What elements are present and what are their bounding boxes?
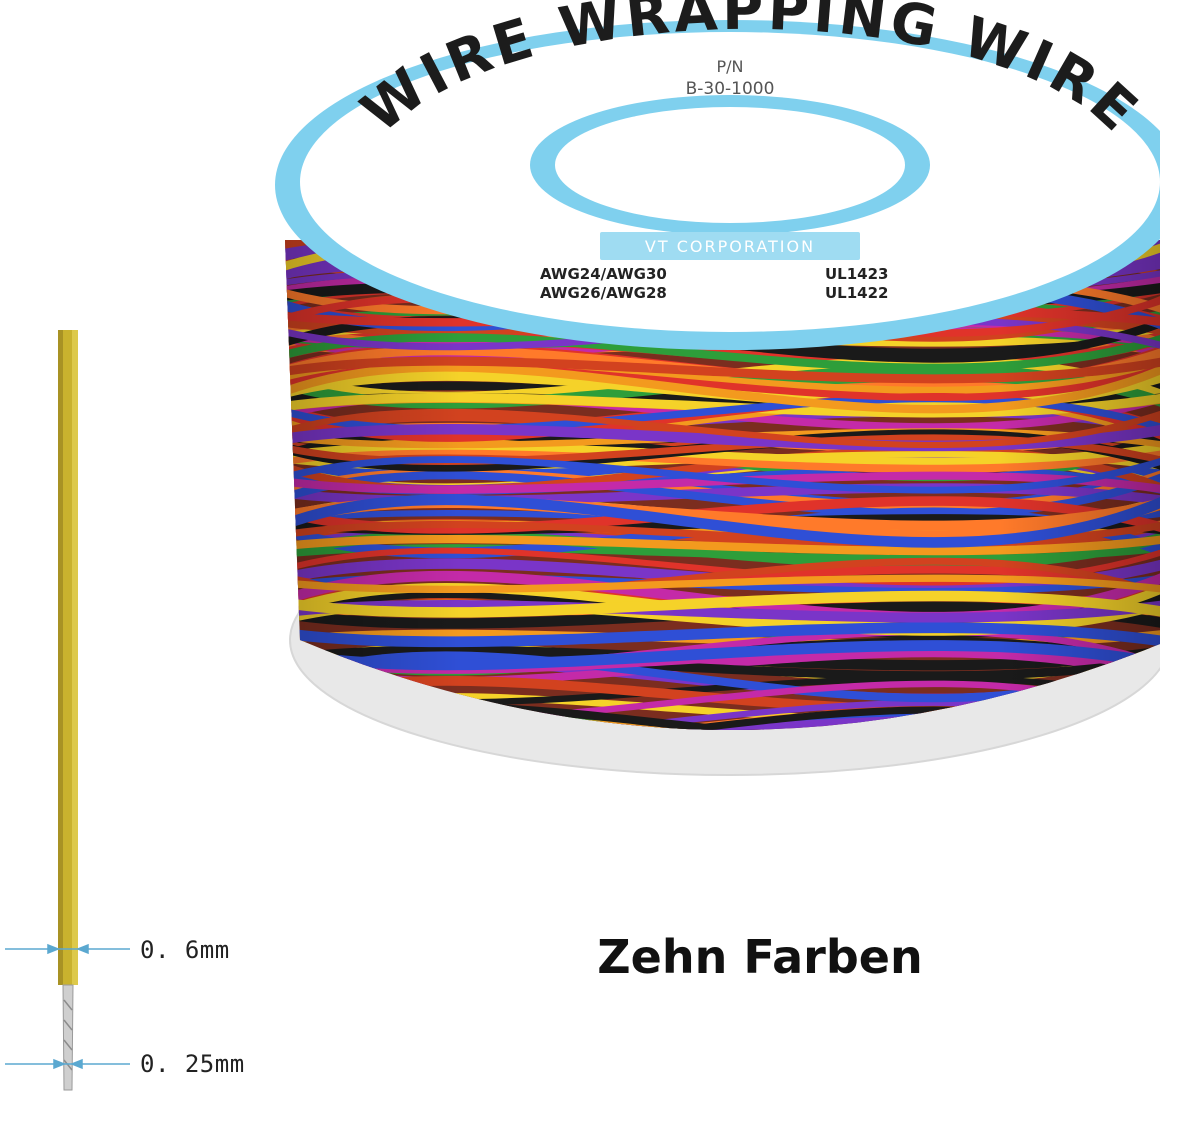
caption: Zehn Farben — [597, 930, 923, 984]
single-wire-diagram — [5, 330, 130, 1091]
wire-strand — [270, 776, 1160, 790]
corporation-badge-text: VT CORPORATION — [645, 237, 815, 256]
wire-strand — [270, 783, 1160, 790]
spec-awg-1: AWG24/AWG30 — [540, 265, 667, 283]
wire-strand — [270, 776, 1160, 790]
wire-spool-illustration: WIRE WRAPPING WIRE P/N B-30-1000 VT CORP… — [270, 0, 1160, 790]
wire-strand — [270, 777, 1160, 790]
wire-strand — [270, 776, 1160, 789]
spec-ul-2: UL1422 — [825, 284, 889, 302]
spec-ul-1: UL1423 — [825, 265, 889, 283]
dimension-outer-marker — [5, 943, 130, 955]
corporation-badge — [600, 232, 860, 260]
dimension-core-marker — [5, 1058, 130, 1070]
hub-hole — [555, 107, 905, 223]
part-number: B-30-1000 — [686, 79, 775, 99]
core-diameter-label: 0. 25mm — [140, 1050, 245, 1078]
spec-awg-2: AWG26/AWG28 — [540, 284, 667, 302]
part-number-label: P/N — [716, 57, 743, 76]
outer-diameter-label: 0. 6mm — [140, 936, 230, 964]
